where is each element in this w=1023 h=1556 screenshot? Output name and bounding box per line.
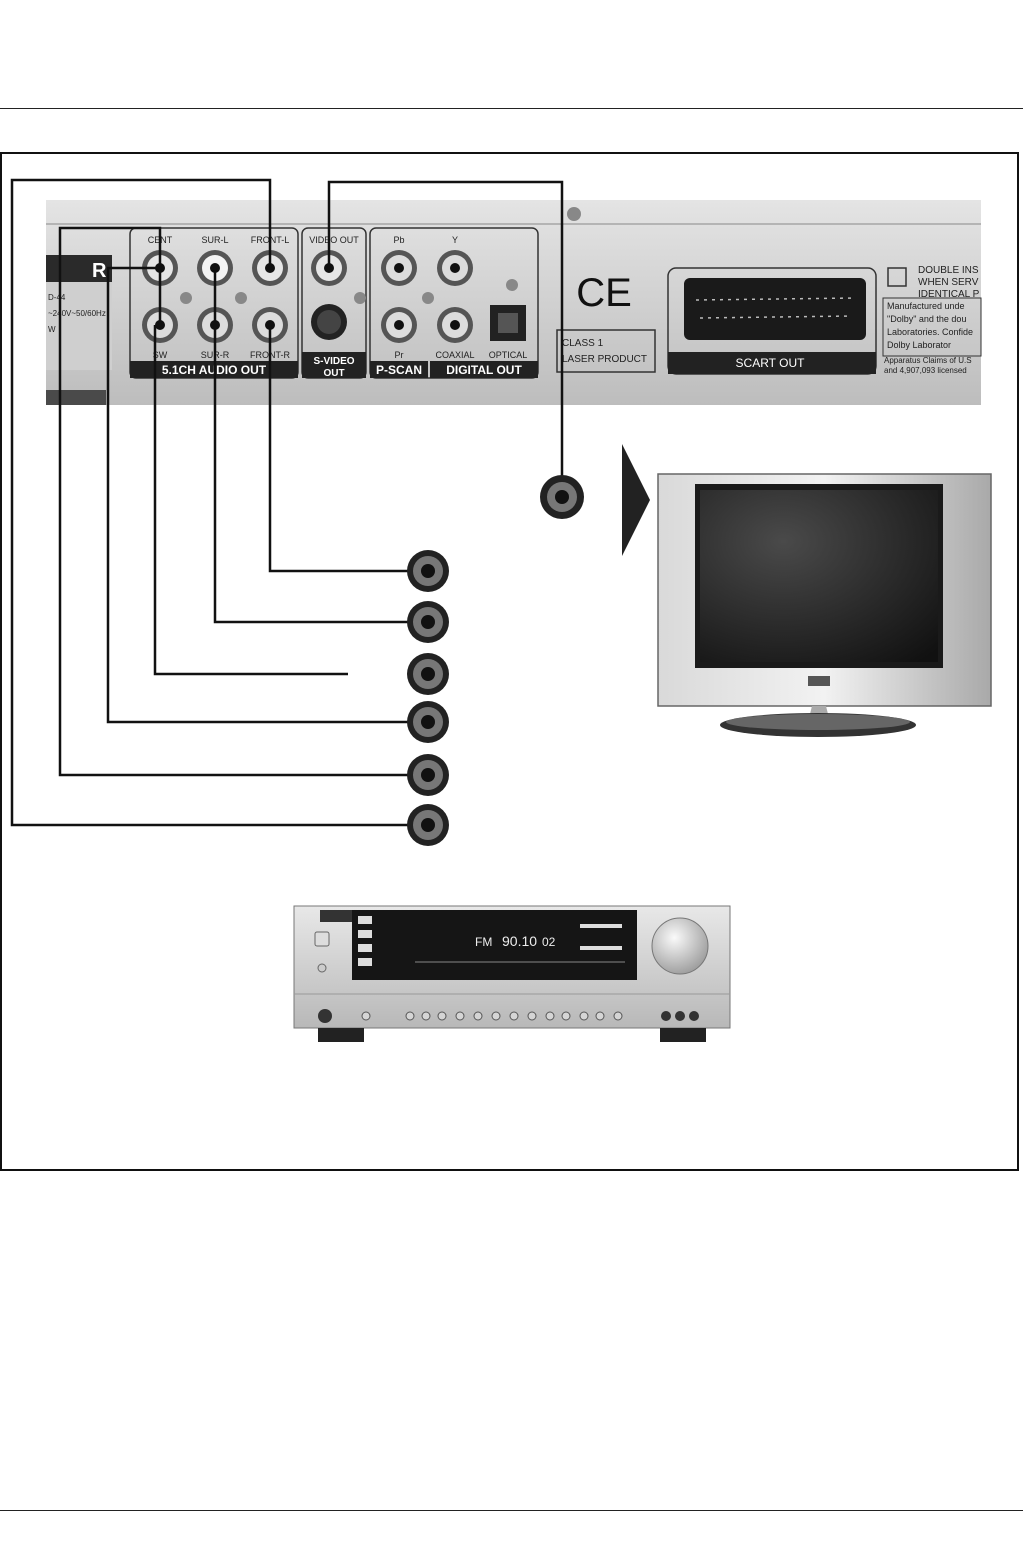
rca-plug-front-l — [407, 804, 449, 846]
dolby-line-2: "Dolby" and the dou — [887, 314, 966, 324]
rca-plug-sur-r — [407, 653, 449, 695]
video-out-label: VIDEO OUT — [309, 235, 359, 245]
optical-port — [490, 305, 526, 341]
top-rule — [0, 108, 1023, 109]
laser-label-box — [556, 329, 656, 373]
diagram-frame — [0, 152, 1019, 1171]
cable-front-l — [10, 178, 408, 827]
display-frequency: 90.10 — [502, 933, 537, 949]
patent-line-1: Apparatus Claims of U.S — [884, 356, 972, 365]
svideo-port — [311, 304, 347, 340]
patent-line-2: and 4,907,093 licensed — [884, 366, 967, 375]
cable-sur-l — [213, 268, 408, 624]
cable-sw — [106, 266, 408, 724]
display-band: FM — [475, 935, 492, 949]
dolby-line-3: Laboratories. Confide — [887, 327, 973, 337]
tv-illustration — [657, 473, 992, 737]
sur-l-label: SUR-L — [201, 235, 228, 245]
y-label: Y — [452, 235, 458, 245]
laser-line-2: LASER PRODUCT — [562, 354, 647, 365]
av-receiver-illustration: FM 90.10 02 — [293, 905, 731, 1042]
spec-line-2: ~240V~50/60Hz — [48, 309, 106, 318]
jack-pr — [381, 307, 417, 343]
rca-plug-front-r — [407, 550, 449, 592]
jack-y — [437, 250, 473, 286]
digital-out-label: DIGITAL OUT — [446, 363, 522, 377]
pscan-label: P-SCAN — [376, 363, 422, 377]
svideo-label-1: S-VIDEO — [313, 356, 354, 367]
rca-plug-cent — [407, 754, 449, 796]
rca-plug-sur-l — [407, 601, 449, 643]
notice-line-3: IDENTICAL P — [918, 289, 980, 300]
cable-sur-r — [153, 325, 348, 676]
rca-plug-column — [407, 475, 584, 846]
model-label: R — [92, 260, 107, 282]
spec-line-3: W — [48, 325, 56, 334]
scart-label: SCART OUT — [736, 356, 806, 370]
spec-line-1: D-44 — [48, 293, 66, 302]
notice-line-2: WHEN SERV — [918, 277, 979, 288]
bottom-rule — [0, 1510, 1023, 1511]
tv-screen — [700, 490, 938, 662]
jack-pb — [381, 250, 417, 286]
receiver-display — [352, 910, 637, 980]
display-preset: 02 — [542, 935, 556, 949]
rca-plug-sw — [407, 701, 449, 743]
rca-plug-video — [540, 475, 584, 519]
sw-label: SW — [153, 350, 168, 360]
coaxial-label: COAXIAL — [435, 350, 474, 360]
laser-line-1: CLASS 1 — [562, 338, 604, 349]
scart-connector — [684, 278, 866, 340]
cable-front-r — [268, 325, 408, 573]
cables — [10, 178, 564, 827]
cable-video — [327, 180, 564, 488]
arrow-right-icon — [622, 444, 650, 556]
pr-label: Pr — [395, 350, 404, 360]
cable-cent — [58, 226, 408, 777]
jack-coaxial — [437, 307, 473, 343]
volume-knob[interactable] — [651, 917, 709, 975]
dolby-line-1: Manufactured unde — [887, 301, 965, 311]
ce-mark: CE — [576, 271, 632, 315]
dvd-rear-panel: R D-44 ~240V~50/60Hz W 5.1CH AUDIO OUT C… — [46, 200, 982, 405]
notice-line-1: DOUBLE INS — [918, 265, 979, 276]
headphone-jack — [318, 1009, 332, 1023]
svideo-label-2: OUT — [323, 368, 344, 379]
pb-label: Pb — [393, 235, 404, 245]
power-button[interactable] — [314, 931, 330, 947]
dolby-line-4: Dolby Laborator — [887, 340, 951, 350]
optical-label: OPTICAL — [489, 350, 528, 360]
